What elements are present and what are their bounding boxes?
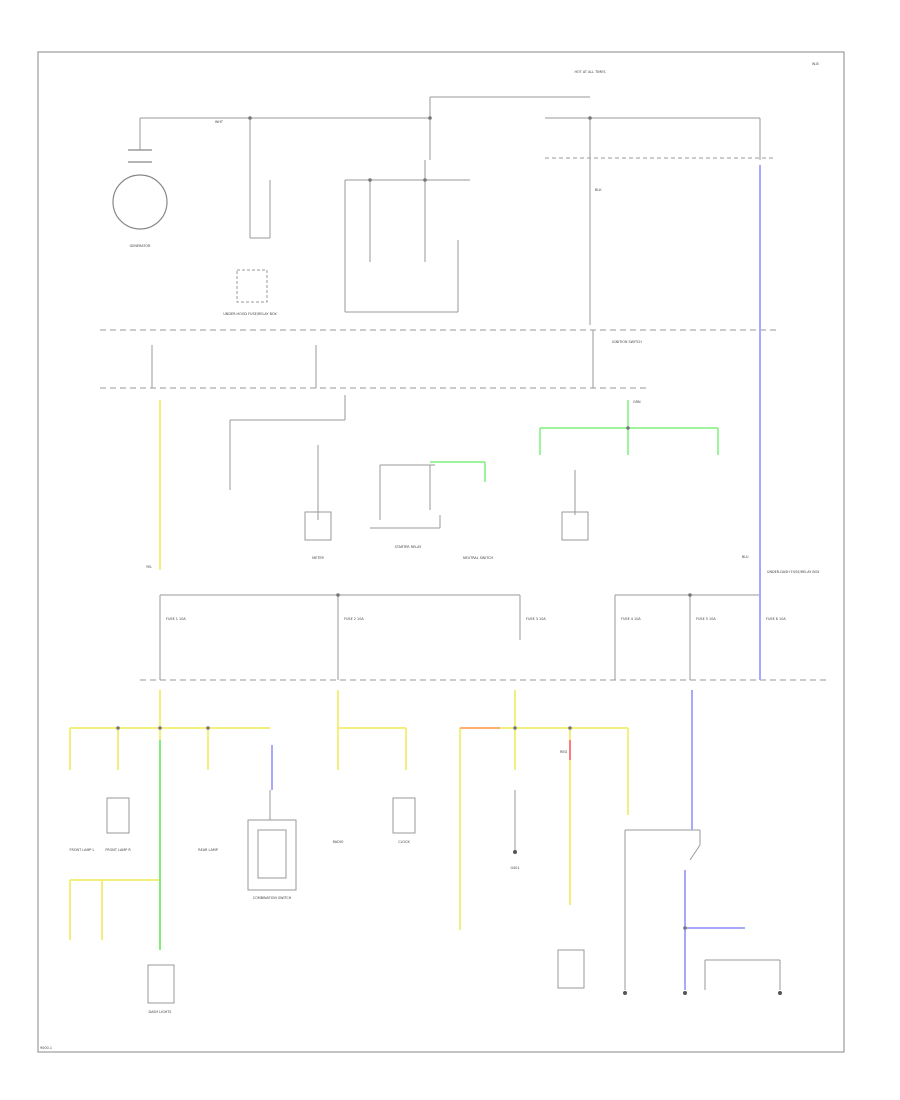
wires-gray — [100, 96, 830, 990]
ground-symbols — [513, 850, 782, 995]
hot-at-all-times-label: HOT AT ALL TIMES — [574, 70, 606, 74]
fuse-5-label: FUSE 5 10A — [696, 617, 716, 621]
generator-symbol — [112, 174, 168, 230]
wires-blue — [271, 165, 761, 990]
fuse-2-label: FUSE 2 10A — [344, 617, 364, 621]
wire-label-yel: YEL — [146, 565, 153, 569]
diagram-border — [37, 51, 845, 1053]
ignition-switch-label: IGNITION SWITCH — [612, 340, 642, 344]
wire-label-blu: BLU — [742, 555, 749, 559]
fuse-1-label: FUSE 1 10A — [166, 617, 186, 621]
neutral-switch-label: NEUTRAL SWITCH — [462, 556, 494, 560]
wire-label-blk: BLK — [595, 188, 602, 192]
fuse-6-label: FUSE 6 10A — [766, 617, 786, 621]
radio-label: RADIO — [332, 840, 344, 844]
wires-green — [159, 400, 719, 950]
combination-switch-label: COMBINATION SWITCH — [252, 896, 292, 900]
component-boxes — [106, 269, 589, 1004]
wires-yellow — [69, 400, 629, 940]
wire-label-wht: WHT — [215, 120, 223, 124]
rear-lamp-label: REAR LAMP — [198, 848, 218, 852]
footer-code: 9000-1 — [40, 1046, 53, 1050]
front-lamp-right-label: FRONT LAMP R — [105, 848, 131, 852]
ground-label: G401 — [510, 866, 520, 870]
under-hood-box-label: UNDER-HOOD FUSE/RELAY BOX — [223, 312, 277, 316]
fuse-3-label: FUSE 3 10A — [526, 617, 546, 621]
corner-code: W-B — [812, 62, 819, 66]
wires-red — [460, 727, 571, 760]
under-dash-box-label: UNDER-DASH FUSE/RELAY BOX — [767, 570, 820, 574]
clock-label: CLOCK — [398, 840, 410, 844]
front-lamp-left-label: FRONT LAMP L — [69, 848, 95, 852]
fuse-4-label: FUSE 4 10A — [621, 617, 641, 621]
dash-lights-label: DASH LIGHTS — [148, 1010, 172, 1014]
wire-label-grn: GRN — [633, 400, 641, 404]
generator-label: GENERATOR — [129, 244, 151, 248]
meter-label: METER — [312, 556, 324, 560]
junction-dots — [116, 116, 692, 930]
starter-relay-label: STARTER RELAY — [394, 545, 422, 549]
wire-label-red: RED — [560, 750, 568, 754]
